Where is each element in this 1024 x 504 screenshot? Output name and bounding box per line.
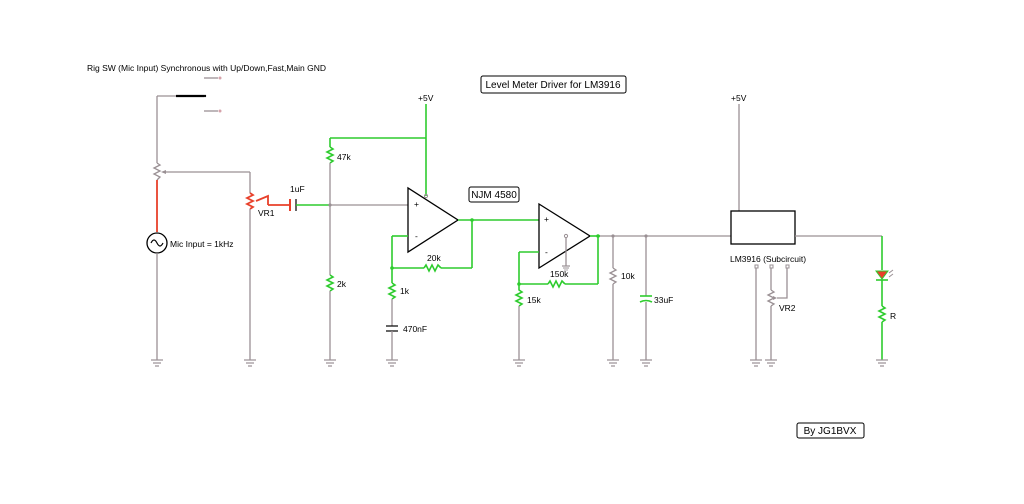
title-text: Level Meter Driver for LM3916 <box>485 80 620 91</box>
author-box: By JG1BVX <box>796 422 865 439</box>
header-note: Rig SW (Mic Input) Synchronous with Up/D… <box>87 63 326 73</box>
opamp2-plus: + <box>544 214 549 224</box>
c1-label: 1uF <box>290 184 305 194</box>
ground-symbol <box>765 359 777 367</box>
r10k-label: 10k <box>621 271 635 281</box>
c470n-label: 470nF <box>403 324 427 334</box>
ground-symbol <box>513 359 525 367</box>
r150k-label: 150k <box>550 269 569 279</box>
r20k-feedback: 20k <box>390 220 473 273</box>
r10k: 10k <box>608 234 635 360</box>
mic-input-branch: Mic Input = 1kHz <box>146 162 250 360</box>
c1-capacitor: 1uF <box>289 184 330 211</box>
ground-symbol <box>244 359 256 367</box>
r1k-c470n: 1k 470nF <box>386 268 427 360</box>
opamp1-minus: - <box>415 231 418 241</box>
ground-symbol <box>640 359 652 367</box>
r-led-label: R <box>890 311 896 321</box>
vr1-pot: VR1 <box>244 172 290 360</box>
lm3916-label: LM3916 (Subcircuit) <box>730 254 806 264</box>
r20k-label: 20k <box>427 253 441 263</box>
lm3916-block: +5V LM3916 (Subcircuit) VR2 <box>730 93 882 360</box>
c33u: 33uF <box>639 234 673 360</box>
rig-switch <box>156 76 222 163</box>
r47k-label: 47k <box>337 152 351 162</box>
vcc-right-label: +5V <box>731 93 747 103</box>
ground-symbol <box>607 359 619 367</box>
vr2-label: VR2 <box>779 303 796 313</box>
r2k-label: 2k <box>337 279 347 289</box>
ground-symbol <box>386 359 398 367</box>
bias-divider: 47k 2k <box>325 137 426 360</box>
opamp-label-box: NJM 4580 <box>468 186 520 203</box>
mic-input-label: Mic Input = 1kHz <box>170 239 234 249</box>
ground-symbol <box>324 359 336 367</box>
r150k-feedback: 150k <box>517 269 598 289</box>
ground-symbols <box>151 359 888 367</box>
r15k: 15k <box>514 284 541 360</box>
opamp-2: + - <box>518 202 731 284</box>
title-box: Level Meter Driver for LM3916 <box>480 75 627 94</box>
c33u-label: 33uF <box>654 295 673 305</box>
author-text: By JG1BVX <box>804 426 857 437</box>
ground-symbol <box>151 359 163 367</box>
ground-symbol <box>750 359 762 367</box>
opamp-label: NJM 4580 <box>471 190 517 201</box>
vcc-left: +5V <box>418 93 434 199</box>
opamp1-plus: + <box>414 199 419 209</box>
vr1-label: VR1 <box>258 208 275 218</box>
r15k-label: 15k <box>527 295 541 305</box>
led-branch: R <box>875 236 896 360</box>
opamp2-minus: - <box>545 247 548 257</box>
ground-symbol <box>876 359 888 367</box>
r1k-label: 1k <box>400 286 410 296</box>
opamp-1: + - <box>391 186 539 268</box>
vcc-left-label: +5V <box>418 93 434 103</box>
